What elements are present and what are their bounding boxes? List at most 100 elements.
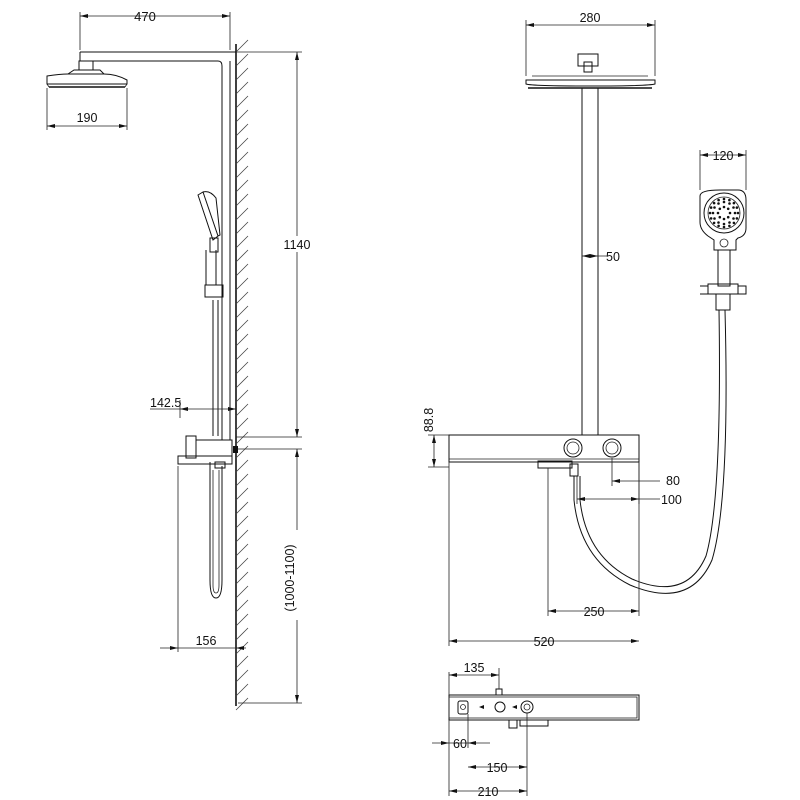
dim-100-label: 100 [661,493,682,507]
hatch-line [235,445,249,459]
nozzle-dot [728,211,732,215]
nozzle-dot [732,206,735,209]
dim-50-label: 50 [606,250,620,264]
nozzle-dot [726,215,730,219]
hatch-line [235,389,249,403]
nozzle-dot [708,211,712,215]
nozzle-dot [736,211,740,215]
rain-head-front [525,53,656,89]
dim-depth: 210 [448,748,528,799]
dim-1000-1100-label: (1000-1100) [283,544,297,611]
dim-280-label: 280 [580,11,601,25]
dim-arm-length: 470 [79,9,231,50]
hatch-line [235,319,249,333]
hatch-line [235,165,249,179]
nozzle-dot [722,225,726,229]
nozzle-dot [735,217,739,220]
dim-shelf-height: 88.8 [422,408,449,468]
nozzle-dot [722,200,726,204]
nozzle-dot [717,221,720,224]
hatch-line [235,599,249,613]
hatch-line [235,515,249,529]
nozzle-dot [718,215,722,219]
nozzle-dot [735,206,739,209]
hatch-line [235,627,249,641]
hatch-line [235,361,249,375]
dim-left-button: 60 [432,714,490,751]
hatch-line [235,585,249,599]
hatch-line [235,151,249,165]
nozzle-dot [712,221,716,225]
hatch-line [235,207,249,221]
dim-outlet-offset: 100 [576,462,682,507]
dim-142.5-label: 142.5 [150,396,181,410]
nozzle-dot [728,198,731,202]
dim-head-diameter: 190 [46,88,128,130]
mixer-body-side [177,435,238,469]
hatch-line [235,459,249,473]
shower-arm [79,51,236,67]
nozzle-dot [711,211,715,215]
dim-valve-spacing: 80 [611,458,680,488]
hatch-line [235,109,249,123]
nozzle-dot [717,198,720,202]
dim-mount-height: (1000-1100) [238,448,302,704]
hatch-line [235,333,249,347]
hatch-line [235,375,249,389]
dim-135-label: 135 [464,661,485,675]
hatch-line [235,221,249,235]
side-view: 470 190 1140 142.5 [46,9,311,711]
hatch-line [235,473,249,487]
spray-nozzles [708,197,740,229]
nozzle-dot [732,221,736,225]
nozzle-dot [722,205,726,209]
hatch-line [235,249,249,263]
hatch-line [235,683,249,697]
hatch-line [235,417,249,431]
hatch-line [235,669,249,683]
hatch-line [235,235,249,249]
dim-wall-offset: 142.5 [150,396,236,418]
hatch-line [235,529,249,543]
rain-head-side [46,60,128,88]
dim-1140-label: 1140 [284,238,311,252]
wall-hatching [235,39,249,711]
dim-210-label: 210 [478,785,499,799]
nozzle-dot [726,207,730,211]
nozzle-dot [732,217,735,220]
hatch-line [235,347,249,361]
nozzle-dot [733,211,737,215]
shelf-plan [448,688,640,729]
nozzle-dot [713,206,716,209]
nozzle-dot [717,224,720,228]
hatch-line [235,123,249,137]
dim-156-label: 156 [196,634,217,648]
dim-150-label: 150 [487,761,508,775]
hatch-line [235,179,249,193]
hatch-line [235,403,249,417]
hose-front [573,309,727,594]
dim-tub-spout: 156 [160,466,246,652]
hatch-line [235,501,249,515]
hatch-line [235,137,249,151]
dim-spout-offset: 250 [547,462,640,619]
front-view: 280 50 [422,11,747,649]
column-front [581,88,599,435]
nozzle-dot [732,201,736,205]
nozzle-dot [718,207,722,211]
nozzle-dot [716,211,720,215]
nozzle-dot [712,201,716,205]
dim-right-button: 150 [468,713,528,775]
nozzle-dot [728,224,731,228]
hatch-line [235,613,249,627]
wall [235,39,249,711]
handshower-front [699,189,747,311]
nozzle-dot [709,206,713,209]
hatch-line [235,277,249,291]
hatch-line [235,655,249,669]
hatch-line [235,431,249,445]
nozzle-dot [722,197,726,201]
dim-470-label: 470 [134,9,156,24]
nozzle-dot [713,217,716,220]
